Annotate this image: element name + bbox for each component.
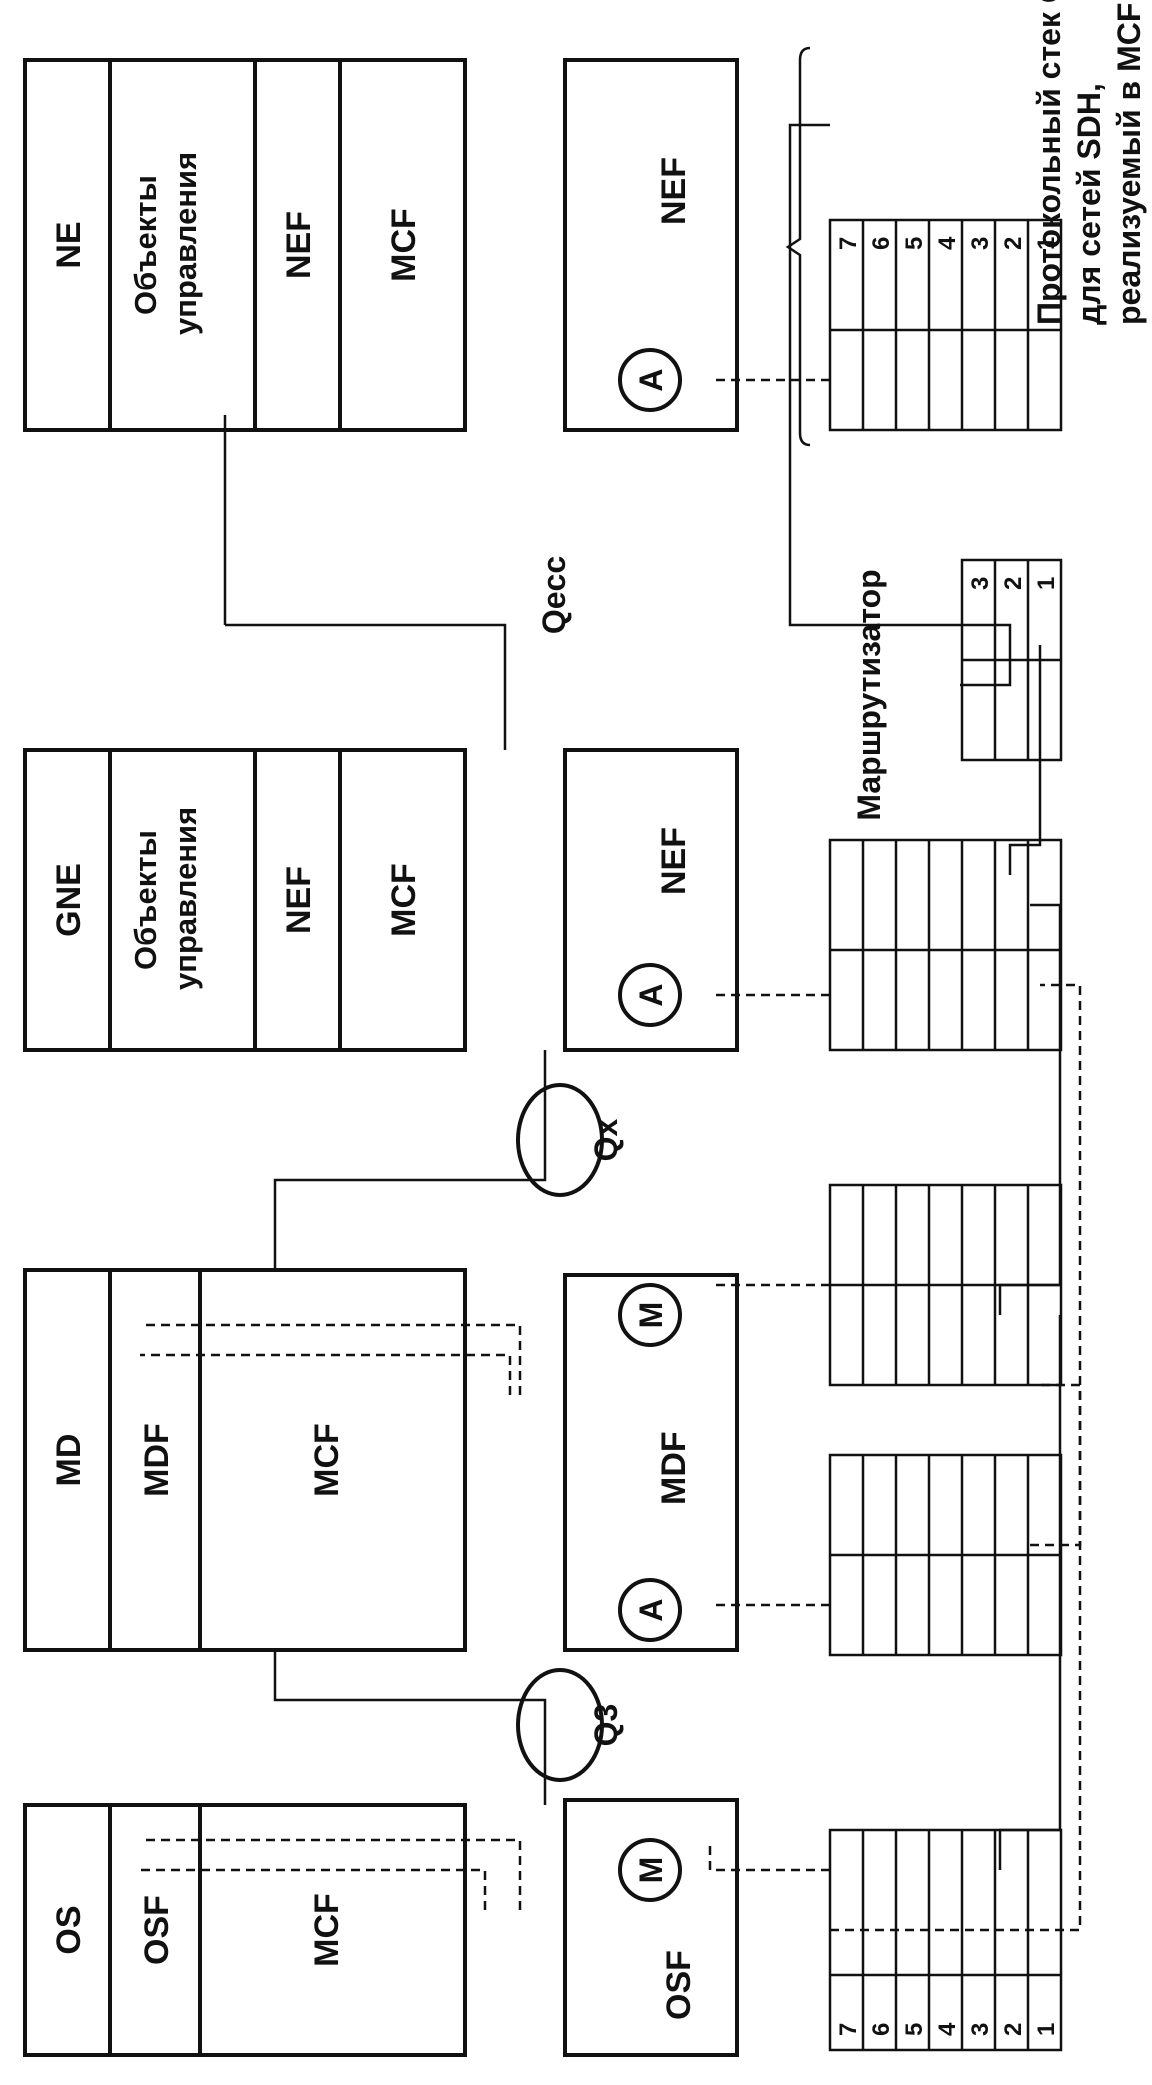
router-layer-1: 1 — [1033, 577, 1060, 590]
osf-function-label: OSF — [660, 1950, 698, 2020]
os-title: OS — [50, 1905, 88, 1954]
mdf-agent-letter: A — [633, 1598, 669, 1621]
gne-stack — [828, 838, 1063, 1052]
note-line-2: для сетей SDH, — [1071, 83, 1107, 325]
gne-managed-objects-label: Объекты управления — [128, 806, 203, 990]
mdf-frame — [563, 1273, 739, 1652]
os-osf-label: OSF — [138, 1895, 176, 1965]
qx-label: Qx — [588, 1118, 624, 1161]
osf-manager-letter: M — [633, 1857, 669, 1884]
stack-solid-link-4 — [998, 1315, 1062, 1870]
qx-interface: Qx — [516, 1083, 624, 1197]
os-frame — [23, 1803, 467, 2057]
gne-agent-circle — [618, 963, 682, 1027]
ne-stack-layer-6: 6 — [868, 237, 895, 250]
md-mdf-label: MDF — [138, 1423, 176, 1497]
top-solid-links — [223, 415, 547, 1805]
top-dashed-links — [140, 1323, 522, 1910]
osf-stack-frame — [828, 1828, 1063, 2052]
ne-stack-layer-7: 7 — [835, 237, 862, 250]
gne-stack-frame — [828, 838, 1063, 1052]
ne-agent-letter: A — [633, 368, 669, 391]
osf-manager-circle — [618, 1838, 682, 1902]
ne-stack-frame — [828, 218, 1063, 432]
ne-nef-frame — [563, 58, 739, 432]
ne-stack-layer-3: 3 — [967, 237, 994, 250]
ne-managed-objects-wrap: Объекты управления — [128, 151, 203, 335]
ne-nef-function-block: NEF A — [563, 58, 739, 432]
osf-stack-layer-6: 6 — [868, 2023, 895, 2036]
osf-frame — [563, 1798, 739, 2057]
osf-stack-layer-7: 7 — [835, 2023, 862, 2036]
ne-block: NE Объекты управления NEF MCF — [23, 58, 467, 432]
osf-stack-layer-3: 3 — [967, 2023, 994, 2036]
stack-dashed-link-2 — [830, 1383, 1082, 1932]
ne-agent-circle — [618, 348, 682, 412]
ne-nef-label: NEF — [280, 211, 318, 279]
gne-agent-letter: A — [633, 983, 669, 1006]
ne-stack-layer-2: 2 — [1000, 237, 1027, 250]
stack-dashed-link-5 — [1030, 983, 1082, 1547]
ne-stack-layer-1: 1 — [1033, 237, 1060, 250]
mdf-manager-letter: M — [633, 1302, 669, 1329]
note-line-1: Протокольный стек OSI — [1031, 0, 1067, 325]
osf-stack-layer-1: 1 — [1033, 2023, 1060, 2036]
mdf-function-label: MDF — [655, 1431, 693, 1505]
stack-brace — [785, 46, 811, 447]
osf-stack-layer-2: 2 — [1000, 2023, 1027, 2036]
md-frame — [23, 1268, 467, 1652]
gne-mcf-label: MCF — [385, 863, 423, 937]
router-layer-3: 3 — [967, 577, 994, 590]
ne-title: NE — [50, 221, 88, 268]
stack-dashed-link-1 — [708, 1840, 830, 1872]
q3-interface: Q3 — [516, 1668, 624, 1782]
gne-nef-frame — [563, 748, 739, 1052]
ne-managed-objects-label: Объекты управления — [128, 151, 203, 335]
router-layer-2: 2 — [1000, 577, 1027, 590]
ne-stack-layer-5: 5 — [901, 237, 928, 250]
osf-stack-layer-5: 5 — [901, 2023, 928, 2036]
md-mcf-label: MCF — [308, 1423, 346, 1497]
gne-frame — [23, 748, 467, 1052]
osf-function-block: OSF M — [563, 1798, 739, 2057]
router-label: Маршрутизатор — [851, 569, 887, 820]
gne-managed-objects-wrap: Объекты управления — [128, 806, 203, 990]
ne-frame — [23, 58, 467, 432]
qecc-label: Qecc — [536, 556, 572, 634]
stack-solid-link-2 — [1008, 645, 1042, 875]
gne-nef-label: NEF — [280, 866, 318, 934]
ne-nef-function-label: NEF — [655, 157, 693, 225]
mdf-stack-a — [828, 1453, 1063, 1657]
mdf-function-block: MDF A M — [563, 1273, 739, 1652]
gne-nef-function-label: NEF — [655, 827, 693, 895]
gne-nef-function-block: NEF A — [563, 748, 739, 1052]
q3-ellipse — [516, 1668, 604, 1782]
qx-ellipse — [516, 1083, 604, 1197]
stack-links — [708, 123, 1082, 1932]
mdf-manager-circle — [618, 1283, 682, 1347]
os-mcf-label: MCF — [308, 1893, 346, 1967]
md-title: MD — [50, 1434, 88, 1487]
stack-solid-link-3 — [998, 903, 1062, 1315]
osf-stack-layer-4: 4 — [934, 2022, 961, 2036]
ne-mcf-label: MCF — [385, 208, 423, 282]
q3-label: Q3 — [588, 1704, 624, 1747]
gne-title: GNE — [50, 863, 88, 937]
os-block: OS OSF MCF — [23, 1803, 467, 2057]
mdf-agent-circle — [618, 1578, 682, 1642]
ne-stack-layer-4: 4 — [934, 236, 961, 250]
md-block: MD MDF MCF — [23, 1268, 467, 1652]
note-line-3: реализуемый в MCF — [1111, 3, 1147, 325]
gne-block: GNE Объекты управления NEF MCF — [23, 748, 467, 1052]
stack-solid-link-1 — [788, 123, 1012, 687]
